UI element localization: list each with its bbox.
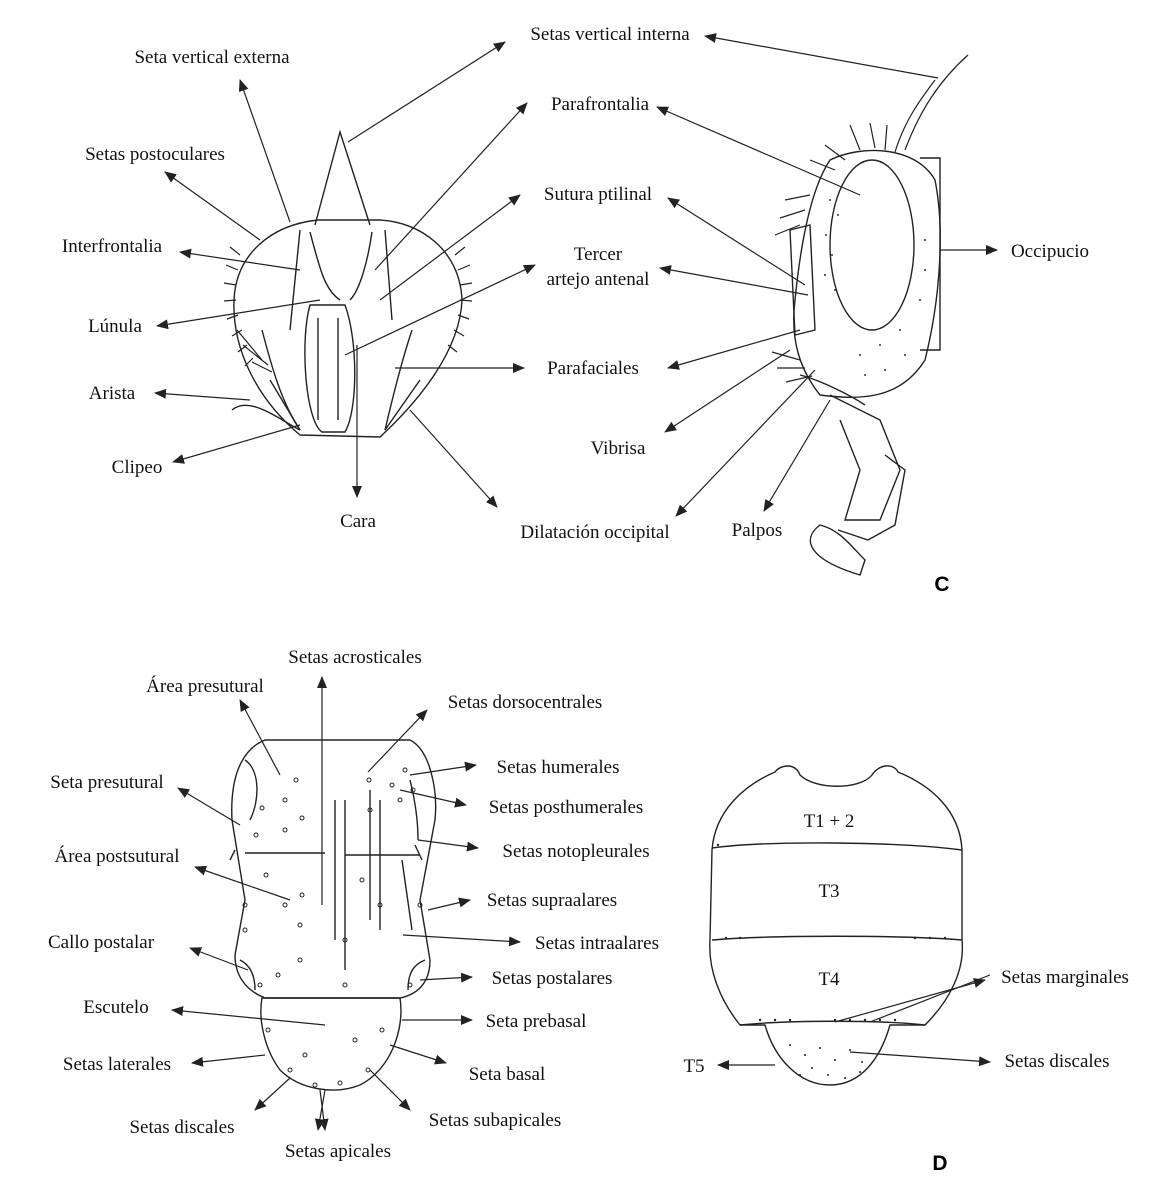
label-area-postsutural: Área postsutural bbox=[54, 845, 179, 867]
label-t1-2: T1 + 2 bbox=[804, 811, 855, 832]
label-artejo-antenal: artejo antenal bbox=[547, 269, 650, 290]
label-lunula: Lúnula bbox=[88, 316, 142, 337]
label-setas-postalares: Setas postalares bbox=[492, 968, 613, 989]
label-tercer: Tercer bbox=[574, 244, 623, 265]
label-area-presutural: Área presutural bbox=[146, 675, 264, 697]
label-setas-vertical-interna: Setas vertical interna bbox=[530, 24, 690, 45]
label-setas-postoculares: Setas postoculares bbox=[85, 144, 225, 165]
thorax-dorsal-view bbox=[230, 740, 436, 1090]
label-t4: T4 bbox=[818, 969, 840, 990]
label-t3: T3 bbox=[818, 881, 839, 902]
panel-letter-d: D bbox=[932, 1152, 947, 1175]
head-frontal-view bbox=[224, 132, 472, 437]
label-setas-apicales: Setas apicales bbox=[285, 1141, 391, 1162]
label-arista: Arista bbox=[89, 383, 136, 404]
label-setas-discales-thorax: Setas discales bbox=[129, 1117, 234, 1138]
label-escutelo: Escutelo bbox=[83, 997, 148, 1018]
label-seta-prebasal: Seta prebasal bbox=[486, 1011, 587, 1032]
label-setas-subapicales: Setas subapicales bbox=[429, 1110, 561, 1131]
label-setas-acrosticales: Setas acrosticales bbox=[288, 647, 421, 668]
label-setas-intraalares: Setas intraalares bbox=[535, 933, 659, 954]
label-setas-notopleurales: Setas notopleurales bbox=[502, 841, 649, 862]
label-occipucio: Occipucio bbox=[1011, 241, 1089, 262]
label-parafrontalia: Parafrontalia bbox=[551, 94, 650, 115]
label-setas-supraalares: Setas supraalares bbox=[487, 890, 617, 911]
label-seta-basal: Seta basal bbox=[469, 1064, 546, 1085]
label-cara: Cara bbox=[340, 511, 376, 532]
panel-d-thorax-leaders bbox=[172, 677, 520, 1130]
head-lateral-view bbox=[772, 55, 968, 575]
label-setas-marginales: Setas marginales bbox=[1001, 967, 1129, 988]
label-seta-vertical-externa: Seta vertical externa bbox=[134, 47, 290, 68]
label-seta-presutural: Seta presutural bbox=[50, 772, 163, 793]
label-interfrontalia: Interfrontalia bbox=[62, 236, 163, 257]
label-vibrisa: Vibrisa bbox=[591, 438, 646, 459]
label-dilatacion-occipital: Dilatación occipital bbox=[520, 522, 669, 543]
label-setas-dorsocentrales: Setas dorsocentrales bbox=[448, 692, 603, 713]
panel-letter-c: C bbox=[934, 573, 949, 596]
label-parafaciales: Parafaciales bbox=[547, 358, 639, 379]
label-setas-posthumerales: Setas posthumerales bbox=[489, 797, 644, 818]
panel-d-labels: Setas acrosticales Área presutural Setas… bbox=[48, 647, 1129, 1175]
panel-d-abdomen-leaders bbox=[718, 975, 990, 1065]
label-clipeo: Clipeo bbox=[112, 457, 163, 478]
label-callo-postalar: Callo postalar bbox=[48, 932, 155, 953]
label-sutura-ptilinal: Sutura ptilinal bbox=[544, 184, 652, 205]
label-setas-laterales: Setas laterales bbox=[63, 1054, 171, 1075]
label-t5: T5 bbox=[683, 1056, 704, 1077]
label-setas-humerales: Setas humerales bbox=[497, 757, 620, 778]
label-palpos: Palpos bbox=[732, 520, 783, 541]
label-setas-discales-abdomen: Setas discales bbox=[1004, 1051, 1109, 1072]
